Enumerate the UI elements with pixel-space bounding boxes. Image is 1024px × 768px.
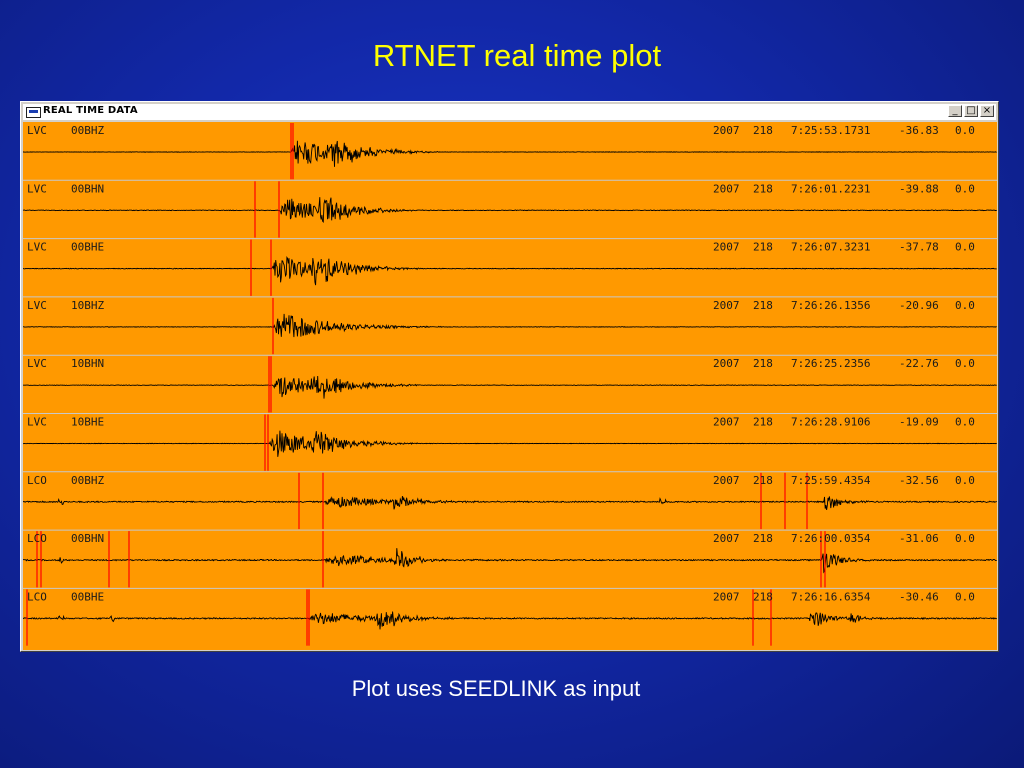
trace-row: LVC 10BHE 2007 218 7:26:28.9106 -19.09 0.0: [23, 413, 997, 471]
trace-row: LCO 00BHN 2007 218 7:26:00.0354 -31.06 0.0: [23, 529, 997, 588]
day-label: 218: [753, 357, 773, 370]
day-label: 218: [753, 241, 773, 254]
day-label: 218: [753, 416, 773, 429]
channel-label: 00BHE: [71, 241, 104, 254]
year-label: 2007: [713, 299, 740, 312]
year-label: 2007: [713, 182, 740, 195]
year-label: 2007: [713, 590, 740, 603]
waveform-trace: [23, 140, 997, 167]
extra-label: 0.0: [955, 357, 975, 370]
channel-label: 10BHE: [71, 416, 104, 429]
close-button[interactable]: ×: [980, 105, 994, 117]
extra-label: 0.0: [955, 474, 975, 487]
station-label: LVC: [27, 182, 47, 195]
year-label: 2007: [713, 124, 740, 137]
extra-label: 0.0: [955, 241, 975, 254]
value-label: -39.88: [899, 182, 939, 195]
slide-title: RTNET real time plot: [372, 38, 662, 73]
trace-row: LVC 10BHZ 2007 218 7:26:26.1356 -20.96 0.0: [23, 296, 997, 355]
value-label: -37.78: [899, 241, 939, 254]
trace-row: LVC 10BHN 2007 218 7:26:25.2356 -22.76 0.0: [23, 354, 997, 413]
extra-label: 0.0: [955, 532, 975, 545]
time-label: 7:26:01.2231: [791, 182, 870, 195]
value-label: -32.56: [899, 474, 939, 487]
day-label: 218: [753, 532, 773, 545]
value-label: -19.09: [899, 416, 939, 429]
channel-label: 00BHN: [71, 182, 104, 195]
value-label: -36.83: [899, 124, 939, 137]
day-label: 218: [753, 182, 773, 195]
extra-label: 0.0: [955, 182, 975, 195]
value-label: -30.46: [899, 590, 939, 603]
window-title: REAL TIME DATA: [43, 105, 138, 116]
waveform-trace: [23, 313, 997, 338]
channel-label: 00BHZ: [71, 474, 104, 487]
station-label: LCO: [27, 532, 47, 545]
extra-label: 0.0: [955, 416, 975, 429]
real-time-data-window: REAL TIME DATA _ □ × LVC 00BHZ 2007 218 7:25…: [20, 101, 999, 652]
channel-label: 00BHE: [71, 590, 104, 603]
trace-row: LVC 00BHE 2007 218 7:26:07.3231 -37.78 0.0: [23, 238, 997, 296]
trace-row: LCO 00BHZ 2007 218 7:25:59.4354 -32.56 0.0: [23, 471, 997, 530]
station-label: LCO: [27, 590, 47, 603]
time-label: 7:26:28.9106: [791, 416, 870, 429]
channel-label: 00BHZ: [71, 124, 104, 137]
channel-label: 00BHN: [71, 532, 104, 545]
waveform-trace: [23, 197, 997, 223]
year-label: 2007: [713, 532, 740, 545]
time-label: 7:26:25.2356: [791, 357, 870, 370]
waveform-trace: [23, 430, 997, 457]
channel-label: 10BHN: [71, 357, 104, 370]
trace-row: LVC 00BHZ 2007 218 7:25:53.1731 -36.83 0.0: [23, 123, 997, 180]
extra-label: 0.0: [955, 590, 975, 603]
station-label: LVC: [27, 124, 47, 137]
waveform-trace: [23, 496, 997, 510]
day-label: 218: [753, 590, 773, 603]
time-label: 7:26:26.1356: [791, 299, 870, 312]
time-label: 7:26:07.3231: [791, 241, 870, 254]
value-label: -31.06: [899, 532, 939, 545]
time-label: 7:25:53.1731: [791, 124, 870, 137]
maximize-button[interactable]: □: [964, 105, 978, 117]
time-label: 7:26:00.0354: [791, 532, 871, 545]
day-label: 218: [753, 474, 773, 487]
extra-label: 0.0: [955, 299, 975, 312]
year-label: 2007: [713, 474, 740, 487]
station-label: LVC: [27, 357, 47, 370]
waveform-trace: [23, 375, 997, 399]
station-label: LCO: [27, 474, 47, 487]
time-label: 7:26:16.6354: [791, 590, 871, 603]
trace-row: LCO 00BHE 2007 218 7:26:16.6354 -30.46 0.0: [23, 587, 997, 646]
day-label: 218: [753, 299, 773, 312]
channel-label: 10BHZ: [71, 299, 104, 312]
minimize-button[interactable]: _: [948, 105, 962, 117]
year-label: 2007: [713, 416, 740, 429]
station-label: LVC: [27, 241, 47, 254]
waveform-trace: [23, 548, 997, 574]
station-label: LVC: [27, 416, 47, 429]
year-label: 2007: [713, 241, 740, 254]
window-titlebar[interactable]: REAL TIME DATA _ □ ×: [23, 104, 996, 120]
extra-label: 0.0: [955, 124, 975, 137]
day-label: 218: [753, 124, 773, 137]
slide-caption: Plot uses SEEDLINK as input: [351, 676, 641, 701]
station-label: LVC: [27, 299, 47, 312]
trace-row: LVC 00BHN 2007 218 7:26:01.2231 -39.88 0.0: [23, 179, 997, 238]
value-label: -20.96: [899, 299, 939, 312]
waveform-trace: [23, 256, 997, 286]
value-label: -22.76: [899, 357, 939, 370]
waveform-trace: [23, 611, 997, 630]
year-label: 2007: [713, 357, 740, 370]
time-label: 7:25:59.4354: [791, 474, 871, 487]
window-app-icon: [26, 107, 41, 118]
